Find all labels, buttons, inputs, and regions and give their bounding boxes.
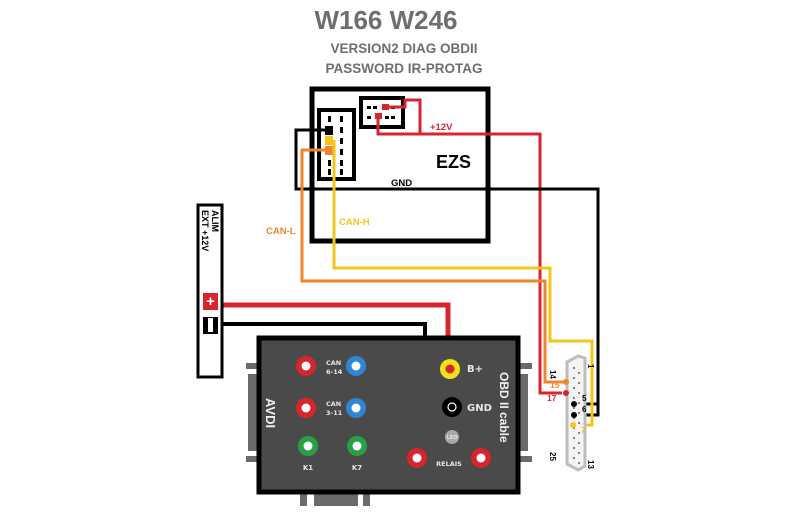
db25-connector: 1 13 14 25 15 17 5 6 7	[547, 354, 595, 472]
can-3-11-label-1: CAN	[326, 400, 341, 408]
can-3-11-label-2: 3-11	[326, 409, 343, 417]
avdi-label: AVDI	[263, 398, 278, 428]
port-can-3-11-low[interactable]	[346, 398, 366, 418]
plus-symbol-icon: +	[206, 293, 215, 310]
plus12v-label: +12V	[430, 122, 453, 133]
pin-14-label: 14	[548, 370, 557, 379]
can-h-label: CAN-H	[339, 217, 370, 228]
pin-17-label: 17	[547, 393, 557, 403]
avdi-interface: AVDI OBD II cable CAN 6-14 CAN 3-11 K1 K…	[246, 335, 532, 506]
port-b-plus[interactable]	[440, 359, 460, 379]
port-can-6-14-low[interactable]	[346, 356, 366, 376]
wire-gnd	[294, 128, 600, 417]
led-indicator: LED	[445, 430, 459, 444]
gnd-port-label: GND	[467, 403, 492, 414]
wire-plus12v-top	[385, 98, 422, 134]
minus-symbol-icon	[208, 318, 213, 332]
ezs-label: EZS	[436, 152, 471, 172]
power-supply-label-1: ALIM	[210, 210, 220, 232]
b-plus-label: B+	[467, 364, 483, 375]
can-6-14-label-1: CAN	[326, 359, 341, 367]
pin-6-dot	[571, 412, 577, 418]
port-k7[interactable]	[347, 436, 367, 456]
pin-1-label: 1	[586, 364, 595, 369]
power-supply-label-2: EXT +12V	[200, 210, 210, 251]
k1-label: K1	[303, 464, 313, 472]
gnd-label: GND	[391, 178, 412, 189]
ezs-can-connector	[317, 108, 356, 181]
port-can-3-11-high[interactable]	[296, 398, 316, 418]
port-relais-2[interactable]	[471, 448, 491, 468]
wire-can-h	[332, 140, 594, 427]
k7-label: K7	[352, 464, 362, 472]
power-supply-box	[196, 203, 224, 379]
pin-13-label: 13	[586, 460, 595, 469]
port-gnd[interactable]	[442, 397, 462, 417]
plus-terminal[interactable]	[203, 293, 218, 310]
pin-15-dot	[563, 379, 569, 385]
relais-label: RELAIS	[436, 460, 462, 468]
pin-5-label: 5	[582, 394, 587, 403]
led-label: LED	[447, 435, 458, 441]
pin-15-label: 15	[550, 380, 560, 390]
wire-can-l	[300, 148, 564, 384]
can-6-14-label-2: 6-14	[326, 368, 343, 376]
ezs-power-connector	[359, 96, 405, 129]
pin-25-label: 25	[548, 452, 557, 461]
obd-cable-label: OBD II cable	[497, 372, 511, 443]
port-can-6-14-high[interactable]	[296, 356, 316, 376]
diagram-subtitle-1: VERSION2 DIAG OBDII	[330, 41, 477, 56]
port-k1[interactable]	[298, 436, 318, 456]
pin-17-dot	[563, 390, 569, 396]
diagram-title: W166 W246	[314, 5, 457, 35]
can-l-label: CAN-L	[266, 226, 296, 237]
pin-5-dot	[571, 401, 577, 407]
port-relais-1[interactable]	[407, 448, 427, 468]
external-power-supply: ALIM EXT +12V +	[196, 203, 224, 379]
pin-7-label: 7	[581, 426, 586, 435]
wire-plus12v	[376, 116, 562, 395]
pin-6-label: 6	[582, 405, 587, 414]
db25-pins	[572, 366, 581, 465]
pin-7-dot	[570, 422, 576, 428]
diagram-subtitle-2: PASSWORD IR-PROTAG	[326, 61, 483, 76]
